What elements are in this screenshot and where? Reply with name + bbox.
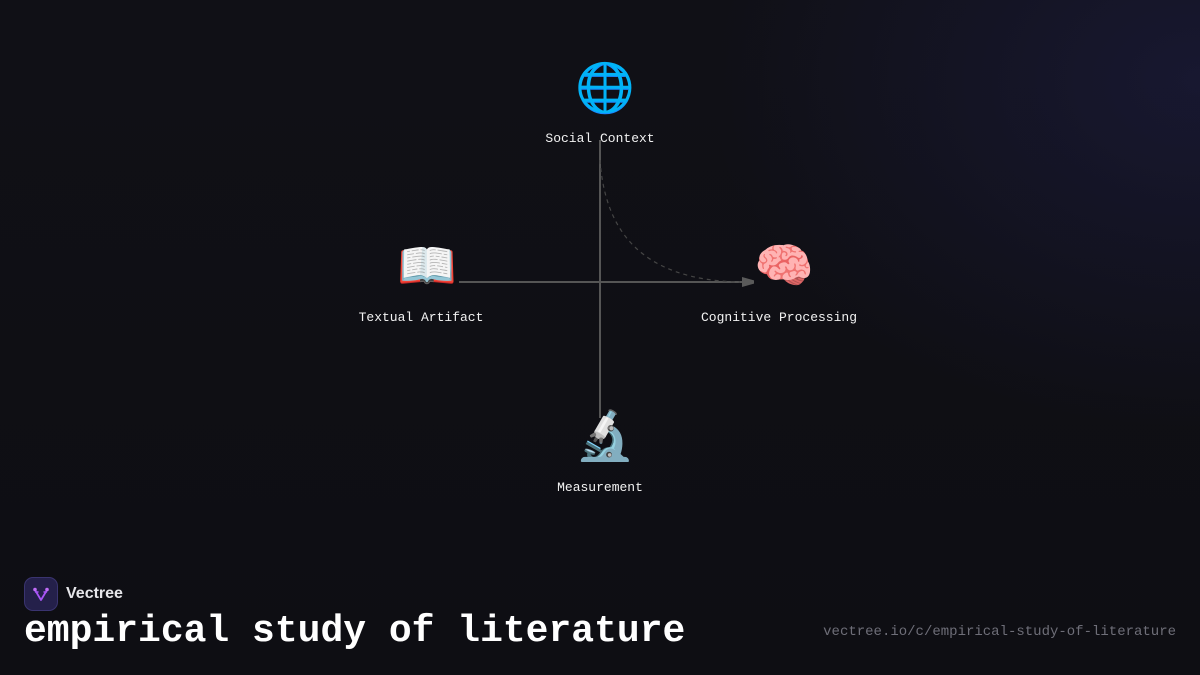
node-cognitive-processing[interactable]: 🧠 bbox=[754, 238, 814, 294]
brand-name: Vectree bbox=[66, 585, 123, 602]
microscope-icon: 🔬 bbox=[575, 408, 635, 464]
node-cognitive-processing-label-wrap: Cognitive Processing bbox=[701, 300, 857, 325]
node-measurement[interactable]: 🔬 bbox=[575, 408, 635, 464]
page-title: empirical study of literature bbox=[24, 610, 686, 653]
node-social-context[interactable]: 🌐 bbox=[575, 60, 635, 116]
node-textual-artifact[interactable]: 📖 bbox=[397, 238, 457, 294]
node-measurement-label-wrap: Measurement bbox=[557, 470, 643, 495]
node-social-context-label-wrap: Social Context bbox=[545, 121, 654, 146]
vectree-logo-icon bbox=[24, 577, 58, 611]
open-book-icon: 📖 bbox=[397, 238, 457, 294]
node-label: Textual Artifact bbox=[358, 310, 484, 325]
brain-icon: 🧠 bbox=[754, 238, 814, 294]
page-url[interactable]: vectree.io/c/empirical-study-of-literatu… bbox=[823, 624, 1176, 640]
edge-social-cognitive-dashed bbox=[599, 159, 741, 283]
brand[interactable]: Vectree bbox=[24, 577, 123, 611]
node-label: Social Context bbox=[545, 131, 655, 146]
globe-icon: 🌐 bbox=[575, 60, 635, 116]
node-label: Measurement bbox=[557, 480, 643, 495]
node-textual-artifact-label-wrap: Textual Artifact bbox=[359, 300, 484, 325]
node-label: Cognitive Processing bbox=[700, 310, 858, 325]
